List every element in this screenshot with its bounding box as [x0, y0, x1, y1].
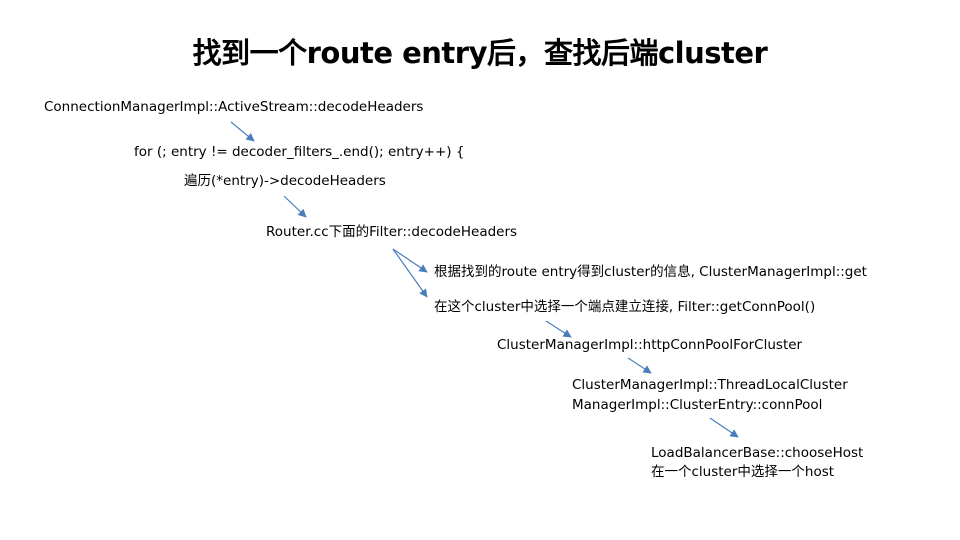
arrow-connpool-to-choose: [709, 417, 739, 438]
node-http-conn-pool: ClusterManagerImpl::httpConnPoolForClust…: [497, 337, 803, 353]
arrow-router-to-connpool: [392, 248, 428, 298]
arrow-decode-to-loop: [230, 121, 255, 142]
slide-title: 找到一个route entry后，查找后端cluster: [192, 36, 768, 70]
node-thread-local-cluster: ClusterManagerImpl::ThreadLocalCluster: [572, 377, 848, 393]
node-router-filter: Router.cc下面的Filter::decodeHeaders: [266, 224, 518, 240]
arrow-connpool-to-http: [545, 320, 572, 338]
node-get-conn-pool: 在这个cluster中选择一个端点建立连接, Filter::getConnPo…: [434, 299, 816, 315]
node-cm-decode-headers: ConnectionManagerImpl::ActiveStream::dec…: [44, 99, 424, 115]
node-cluster-entry-conn-pool: ManagerImpl::ClusterEntry::connPool: [572, 397, 823, 413]
node-iterate: 遍历(*entry)->decodeHeaders: [184, 173, 386, 189]
node-for-loop: for (; entry != decoder_filters_.end(); …: [134, 144, 465, 160]
node-choose-host: LoadBalancerBase::chooseHost: [651, 445, 864, 461]
arrow-http-to-tlc: [627, 357, 652, 374]
arrow-router-to-get: [392, 248, 428, 273]
node-get-cluster-info: 根据找到的route entry得到cluster的信息, ClusterMan…: [434, 264, 867, 280]
node-choose-host-desc: 在一个cluster中选择一个host: [651, 464, 835, 480]
arrow-iterate-to-router: [283, 195, 307, 218]
